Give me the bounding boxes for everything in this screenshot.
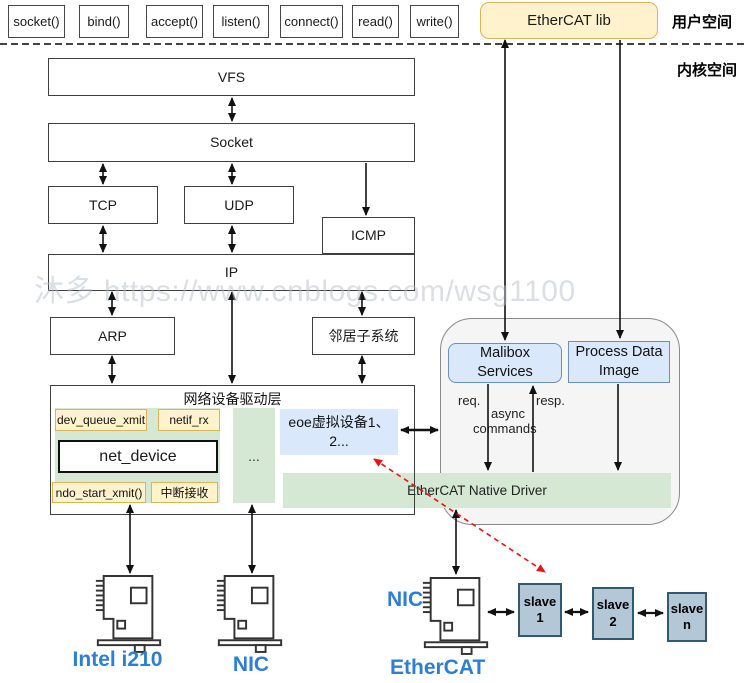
node-eoe-virtual-devices: eoe虚拟设备1、 2...	[280, 409, 398, 455]
nic-label: NIC	[232, 653, 270, 676]
node-vfs: VFS	[48, 58, 415, 96]
node-icmp: ICMP	[322, 217, 415, 254]
node-udp: UDP	[184, 186, 294, 224]
node-slave-2: slave 2	[592, 587, 634, 640]
node-read-call: read()	[352, 5, 399, 38]
native-driver-label: EtherCAT Native Driver	[407, 483, 547, 498]
node-socket: Socket	[48, 123, 415, 162]
req-label: req.	[458, 393, 481, 408]
node-connect-call: connect()	[280, 5, 343, 38]
node-ip: IP	[48, 254, 415, 291]
ellipsis-text: ...	[248, 447, 260, 464]
user-space-label: 用户空间	[672, 14, 733, 31]
node-interrupt-rx: 中断接收	[151, 482, 218, 503]
node-netif-rx: netif_rx	[158, 409, 220, 431]
node-listen-call: listen()	[213, 5, 269, 38]
async-label: async	[491, 406, 525, 421]
nic-chip-icon-intel-i210	[95, 575, 162, 653]
node-net-device: net_device	[58, 440, 218, 473]
node-slave-n: slave n	[667, 592, 707, 642]
node-arp: ARP	[50, 317, 175, 355]
node-process-data-image: Process Data Image	[568, 341, 670, 383]
resp-label: resp.	[536, 393, 565, 408]
node-accept-call: accept()	[146, 5, 203, 38]
node-dev-queue-xmit: dev_queue_xmit	[55, 409, 147, 431]
ethercat-label: EtherCAT	[390, 656, 486, 679]
node-ethercat-native-driver: EtherCAT Native Driver	[283, 473, 671, 508]
node-bind-call: bind()	[79, 5, 129, 38]
node-slave-1: slave 1	[518, 583, 562, 637]
node-write-call: write()	[410, 5, 459, 38]
node-mailbox-services: Malibox Services	[448, 343, 562, 383]
nic-chip-icon-ethercat	[422, 577, 489, 655]
intel-i210-label: Intel i210	[72, 648, 163, 671]
node-neighbor-subsystem: 邻居子系统	[312, 317, 415, 355]
node-tcp: TCP	[48, 186, 158, 224]
commands-label: commands	[473, 421, 537, 436]
node-ndo-start-xmit: ndo_start_xmit()	[52, 482, 146, 503]
eoe-line1: eoe虚拟设备1、	[288, 414, 390, 431]
driver-ellipsis-strip: ...	[233, 408, 275, 503]
ethercat-nic-side-label: NIC	[387, 588, 424, 611]
eoe-line2: 2...	[329, 433, 349, 449]
node-socket-call: socket()	[8, 5, 65, 38]
node-ethercat-lib: EtherCAT lib	[480, 2, 658, 39]
kernel-space-label: 内核空间	[677, 62, 738, 79]
nic-chip-icon-nic	[216, 575, 283, 653]
driver-layer-title: 网络设备驱动层	[183, 391, 282, 407]
